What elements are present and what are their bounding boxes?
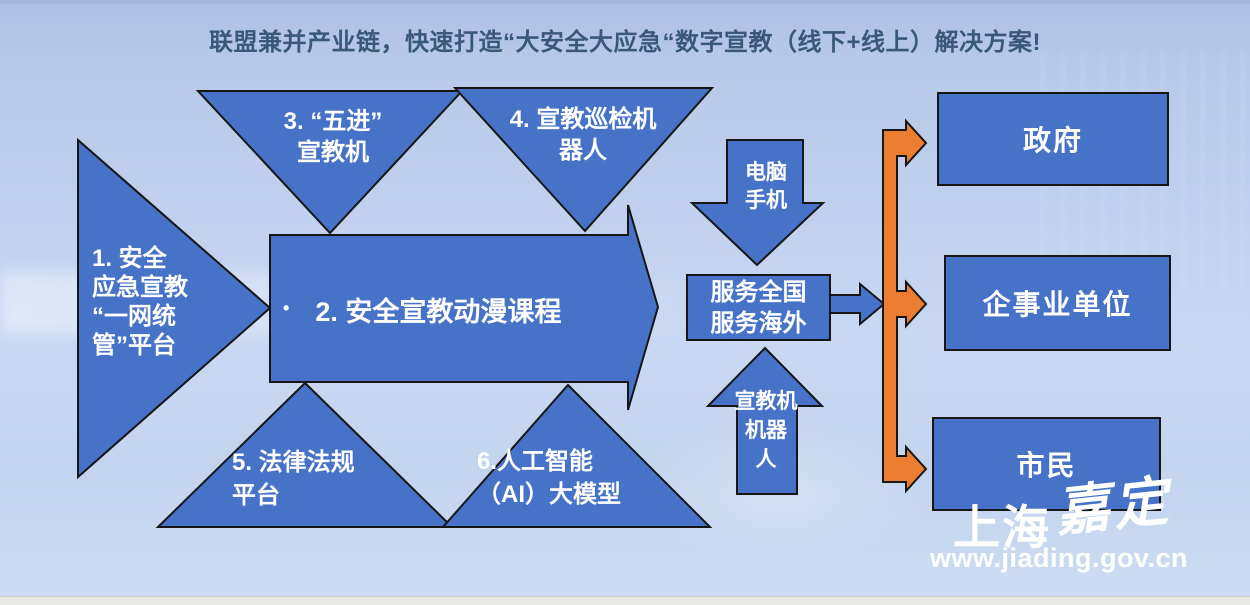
citizen-label: 市民 (1016, 450, 1077, 481)
watermark-jiading-script: 嘉定 (1052, 471, 1175, 543)
enterprise-box (944, 255, 1171, 351)
service-label: 服务全国 服务海外 (710, 278, 807, 337)
slide-title: 联盟兼并产业链，快速打造“大安全大应急“数字宣教（线下+线上）解决方案! (208, 29, 1041, 56)
watermark-shanghai: 上海 (953, 501, 1051, 554)
legal-platform-label: 5. 法律法规 平台 (232, 449, 355, 509)
watermark-url: www.jiading.gov.cn (930, 543, 1189, 573)
patrol-robot-label: 4. 宣教巡检机 器人 (509, 106, 657, 164)
platform-label: 1. 安全 应急宣教 “一网统 管”平台 (92, 245, 188, 359)
service-right-arrow (829, 281, 886, 327)
service-box (686, 274, 831, 341)
courses-arrow (269, 204, 660, 411)
wujin-triangle (195, 90, 465, 235)
courses-label: • 2. 安全宣教动漫课程 (283, 290, 561, 329)
footer-strip (0, 596, 1250, 605)
platform-triangle (77, 137, 272, 480)
top-edge-band (0, 0, 1250, 4)
wujin-machine-label: 3. “五进” 宣教机 (283, 108, 383, 166)
devices-down-arrow (689, 139, 826, 267)
devices-label: 电脑 手机 (745, 161, 787, 212)
courses-label-text: 2. 安全宣教动漫课程 (315, 297, 562, 327)
ai-model-label: 6.人工智能 （AI）大模型 (477, 448, 621, 508)
legal-triangle (155, 381, 455, 528)
robots-up-arrow (705, 346, 825, 495)
citizen-box (932, 417, 1161, 511)
robots-label: 宣教机 机器 人 (734, 390, 798, 471)
orange-branch-arrows (882, 118, 928, 494)
enterprise-label: 企事业单位 (982, 289, 1133, 320)
bullet-icon: • (283, 298, 290, 318)
ai-model-triangle (440, 383, 713, 528)
government-label: 政府 (1022, 125, 1083, 156)
government-box (937, 92, 1169, 186)
patrol-robot-triangle (452, 87, 715, 233)
